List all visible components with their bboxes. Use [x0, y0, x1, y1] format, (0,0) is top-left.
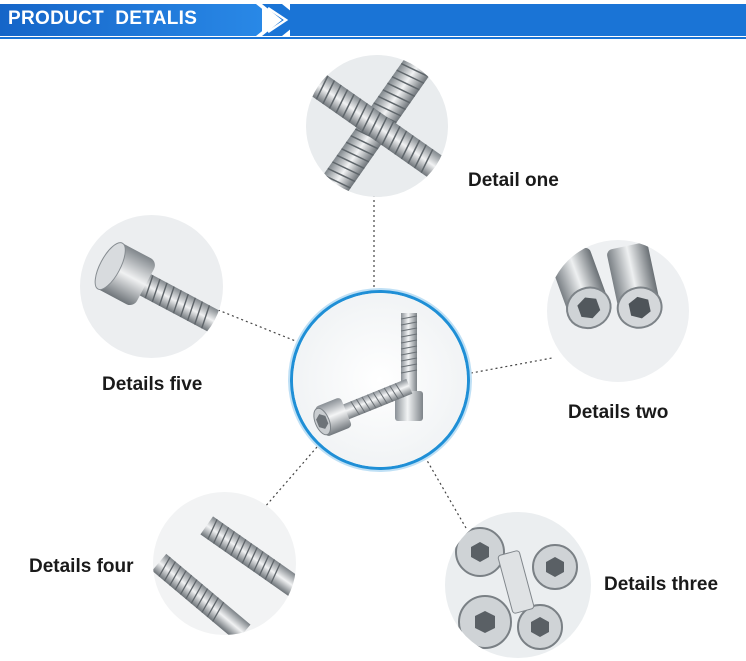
detail-four-label: Details four: [29, 556, 134, 577]
detail-three-photo: [445, 512, 591, 658]
connector-two: [465, 357, 553, 375]
connector-three: [424, 456, 467, 529]
connector-five: [217, 309, 299, 343]
connector-four: [263, 446, 318, 509]
header-banner: PRODUCT DETALIS: [0, 0, 746, 40]
detail-two-label: Details two: [568, 402, 669, 423]
detail-two-photo: [547, 240, 689, 382]
detail-one-photo: [306, 55, 448, 197]
center-product-photo: [293, 293, 467, 467]
detail-one-label: Detail one: [468, 170, 559, 191]
detail-five-photo: [80, 215, 223, 358]
detail-three-label: Details three: [604, 574, 719, 595]
header-shape: [0, 4, 746, 39]
detail-five-label: Details five: [102, 374, 203, 395]
page-title: PRODUCT DETALIS: [8, 8, 198, 29]
detail-four-photo: [153, 492, 296, 635]
